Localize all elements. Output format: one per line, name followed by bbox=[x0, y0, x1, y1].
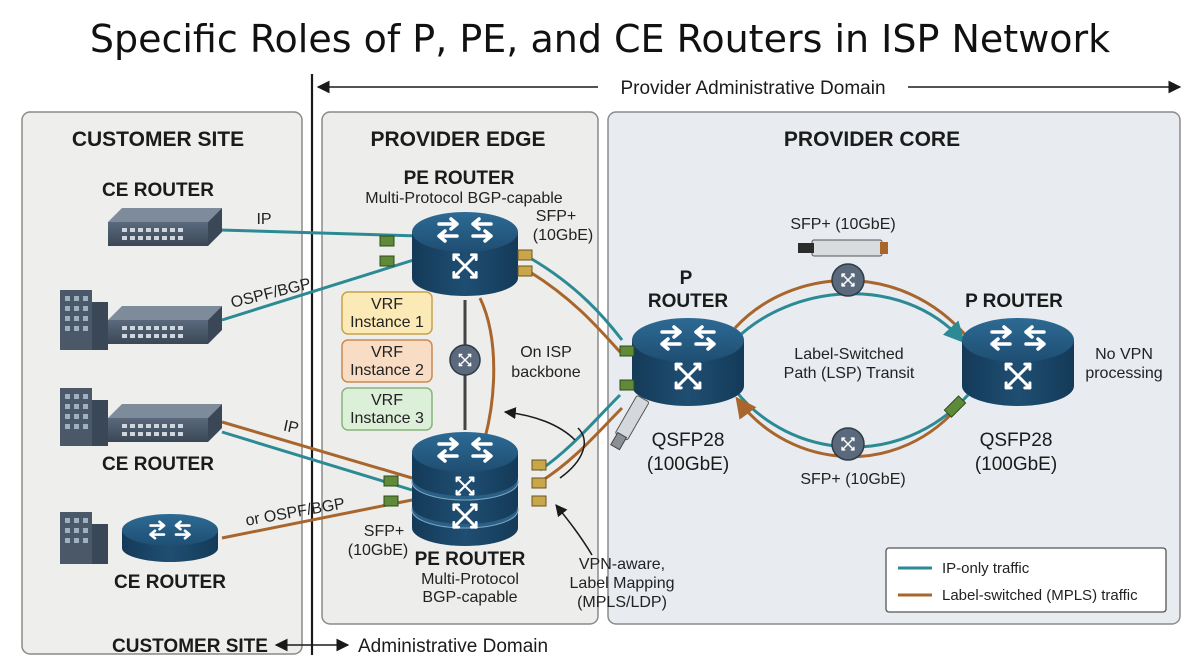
link-pe-top-p-ip bbox=[529, 256, 624, 341]
sfp-transceiver-icon bbox=[798, 239, 888, 257]
link-ce3-pe-ip-mpls bbox=[221, 420, 413, 480]
vpn-label-1: VPN-aware, bbox=[579, 556, 665, 573]
link-pe-bottom-p-mpls bbox=[539, 406, 624, 484]
qsfp-transceiver-icon bbox=[610, 395, 649, 451]
vrf-3-label-b: Instance 3 bbox=[350, 410, 424, 427]
provider-core-zone bbox=[607, 111, 1181, 625]
pe-router-bottom-icon bbox=[411, 432, 519, 546]
qsfp-right-label-1: QSFP28 bbox=[980, 430, 1053, 451]
pe-interconnect-switch-icon bbox=[449, 344, 481, 376]
vrf-instance-1: VRF Instance 1 bbox=[341, 291, 433, 335]
pe-top-port-icons bbox=[379, 235, 533, 277]
sfp-bottom-label-1: SFP+ bbox=[364, 523, 404, 540]
vrf-2-label-b: Instance 2 bbox=[350, 362, 424, 379]
pe-top-subtitle: Multi-Protocol BGP-capable bbox=[365, 190, 563, 207]
pe-bottom-subtitle-1: Multi-Protocol bbox=[421, 571, 519, 588]
sfp-core-top-label: SFP+ (10GbE) bbox=[790, 216, 895, 233]
vpn-label-3: (MPLS/LDP) bbox=[577, 594, 667, 611]
link-ce1-pe-ip bbox=[219, 228, 421, 238]
lsp-label-2: Path (LSP) Transit bbox=[784, 365, 915, 382]
bottom-customer-site-label: CUSTOMER SITE bbox=[112, 636, 268, 657]
ce-router-1-switch-icon bbox=[108, 208, 222, 246]
lsp-label-1: Label-Switched bbox=[794, 346, 903, 363]
vrf-instance-3: VRF Instance 3 bbox=[341, 387, 433, 431]
pe-router-top-icon bbox=[412, 212, 518, 296]
legend-ip-only: IP-only traffic bbox=[942, 560, 1030, 577]
p-router-right-icon bbox=[962, 318, 1074, 406]
vrf-2-label-a: VRF bbox=[371, 344, 403, 361]
provider-edge-title: PROVIDER EDGE bbox=[370, 128, 545, 151]
backbone-pointer-arrow bbox=[503, 407, 576, 441]
vrf-instance-2: VRF Instance 2 bbox=[341, 339, 433, 383]
p-right-port-icon bbox=[943, 395, 967, 418]
core-top-switch-icon bbox=[831, 263, 865, 297]
provider-core-title: PROVIDER CORE bbox=[784, 128, 960, 151]
building-icon-1 bbox=[60, 290, 108, 350]
pe-bottom-port-icons bbox=[383, 459, 547, 507]
legend-mpls: Label-switched (MPLS) traffic bbox=[942, 587, 1138, 604]
link-ce2-pe-ospf bbox=[221, 256, 421, 322]
core-bottom-switch-icon bbox=[831, 427, 865, 461]
vrf-3-label-a: VRF bbox=[371, 392, 403, 409]
link-pe-pe-mpls bbox=[478, 297, 496, 439]
p-left-port-icons bbox=[619, 345, 635, 391]
no-vpn-label-2: processing bbox=[1085, 365, 1162, 382]
sfp-top-label-1: SFP+ bbox=[536, 208, 576, 225]
domain-banner: Provider Administrative Domain bbox=[620, 78, 885, 99]
vpn-label-2: Label Mapping bbox=[570, 575, 675, 592]
backbone-label-1: On ISP bbox=[520, 344, 572, 361]
link-ce4-pe-ospf bbox=[221, 498, 413, 540]
vrf-1-label-a: VRF bbox=[371, 296, 403, 313]
building-icon-2 bbox=[60, 388, 108, 446]
p-router-left-icon bbox=[632, 318, 744, 406]
no-vpn-label-1: No VPN bbox=[1095, 346, 1153, 363]
pe-top-title: PE ROUTER bbox=[404, 168, 515, 189]
qsfp-left-label-1: QSFP28 bbox=[652, 430, 725, 451]
ce-router-4-label: CE ROUTER bbox=[114, 572, 226, 593]
sfp-core-bottom-label: SFP+ (10GbE) bbox=[800, 471, 905, 488]
vpn-pointer-curve bbox=[559, 427, 585, 479]
ce-router-3-label: CE ROUTER bbox=[102, 454, 214, 475]
ce-router-2-switch-icon bbox=[108, 306, 222, 344]
bottom-admin-domain-label: Administrative Domain bbox=[358, 636, 548, 657]
vrf-1-label-b: Instance 1 bbox=[350, 314, 424, 331]
ce-router-4-router-icon bbox=[122, 514, 218, 562]
p-left-title-1: P bbox=[680, 268, 693, 289]
link-ce3-pe-ip-teal bbox=[221, 430, 413, 492]
diagram-title: Specific Roles of P, PE, and CE Routers … bbox=[90, 17, 1110, 61]
building-icon-3 bbox=[60, 512, 108, 564]
ce-router-3-switch-icon bbox=[108, 404, 222, 442]
ce-router-1-label: CE ROUTER bbox=[102, 180, 214, 201]
legend: IP-only traffic Label-switched (MPLS) tr… bbox=[885, 547, 1167, 613]
customer-site-title: CUSTOMER SITE bbox=[72, 128, 244, 151]
pe-bottom-title: PE ROUTER bbox=[415, 549, 526, 570]
sfp-top-label-2: (10GbE) bbox=[533, 227, 593, 244]
vpn-pointer-arrow bbox=[555, 504, 593, 556]
link-label-ip-1: IP bbox=[256, 211, 271, 228]
backbone-label-2: backbone bbox=[511, 364, 580, 381]
p-right-title: P ROUTER bbox=[965, 291, 1063, 312]
qsfp-left-label-2: (100GbE) bbox=[647, 454, 729, 475]
link-label-ip-2: IP bbox=[282, 418, 300, 438]
pe-bottom-subtitle-2: BGP-capable bbox=[422, 589, 517, 606]
qsfp-right-label-2: (100GbE) bbox=[975, 454, 1057, 475]
link-pe-top-p-mpls bbox=[529, 270, 622, 354]
p-left-title-2: ROUTER bbox=[648, 291, 729, 312]
sfp-bottom-label-2: (10GbE) bbox=[348, 542, 408, 559]
